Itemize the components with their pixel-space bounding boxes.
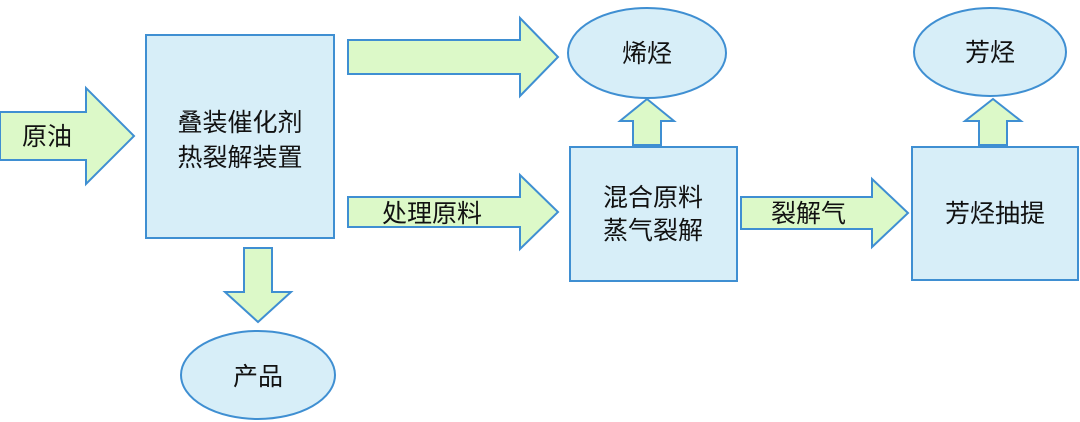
mixed-cracking-label-line2: 蒸气裂解: [603, 216, 703, 245]
cracking-to-olefins-arrow: [617, 97, 677, 146]
treated-feed-arrow: 处理原料: [347, 172, 560, 252]
dcc-to-products-arrow: [222, 247, 294, 324]
treated-feed-label: 处理原料: [382, 199, 482, 228]
dcc-unit-box: 叠装催化剂 热裂解装置: [145, 34, 335, 239]
dcc-unit-label-line2: 热裂解装置: [177, 143, 302, 172]
aromatics-oval: 芳烃: [913, 7, 1067, 97]
aromatics-extraction-box: 芳烃抽提: [911, 146, 1079, 281]
cracked-gas-arrow: 裂解气: [740, 176, 910, 250]
crude-oil-label: 原油: [22, 122, 72, 151]
products-oval: 产品: [180, 330, 336, 420]
products-label: 产品: [233, 362, 283, 391]
mixed-cracking-box: 混合原料 蒸气裂解: [569, 146, 738, 282]
crude-oil-arrow: 原油: [0, 85, 136, 187]
aromatics-label: 芳烃: [965, 38, 1015, 67]
olefins-label: 烯烃: [622, 39, 672, 68]
mixed-cracking-label-line1: 混合原料: [603, 183, 703, 212]
cracked-gas-label: 裂解气: [771, 199, 846, 228]
olefins-oval: 烯烃: [567, 7, 727, 99]
dcc-to-olefins-arrow: [347, 15, 560, 99]
extraction-to-aromatics-arrow: [962, 97, 1024, 146]
aromatics-extraction-label: 芳烃抽提: [945, 199, 1045, 228]
dcc-unit-label-line1: 叠装催化剂: [177, 108, 302, 137]
